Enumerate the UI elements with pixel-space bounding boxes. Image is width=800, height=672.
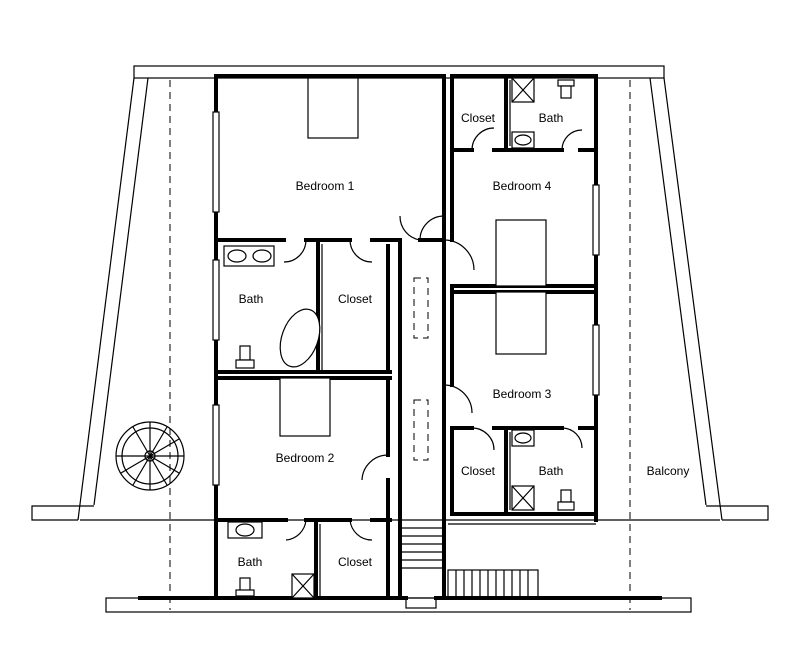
bed-4 xyxy=(495,219,547,287)
label-bedroom-4: Bedroom 4 xyxy=(493,179,552,193)
label-bath-4: Bath xyxy=(539,111,564,125)
stairs xyxy=(398,527,539,609)
label-bath-2: Bath xyxy=(238,555,263,569)
furniture xyxy=(223,77,575,599)
label-closet-1: Closet xyxy=(338,292,373,306)
label-balcony: Balcony xyxy=(647,464,690,478)
room-labels: Bedroom 1 Bedroom 4 Closet Bath Bath Clo… xyxy=(238,111,690,569)
label-bedroom-1: Bedroom 1 xyxy=(296,179,355,193)
label-bedroom-3: Bedroom 3 xyxy=(493,387,552,401)
doors xyxy=(283,127,583,541)
label-bath-1: Bath xyxy=(239,292,264,306)
windows xyxy=(212,111,600,486)
label-bedroom-2: Bedroom 2 xyxy=(276,451,335,465)
label-closet-2: Closet xyxy=(338,555,373,569)
bed-2 xyxy=(279,377,331,437)
label-closet-3: Closet xyxy=(461,464,496,478)
spiral-stair xyxy=(115,421,185,491)
bed-3 xyxy=(495,291,547,355)
label-bath-3: Bath xyxy=(539,464,564,478)
bed-1 xyxy=(307,77,359,139)
label-closet-4: Closet xyxy=(461,111,496,125)
